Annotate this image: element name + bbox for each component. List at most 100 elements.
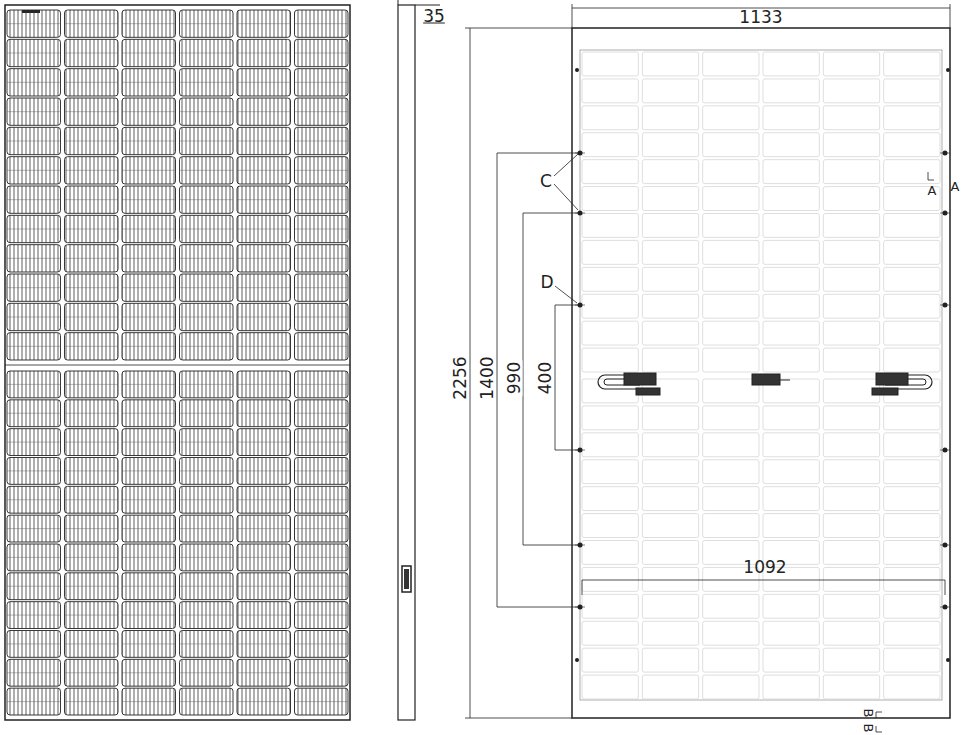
back-cell xyxy=(823,267,879,291)
solar-cell xyxy=(295,688,349,715)
solar-cell xyxy=(122,10,176,37)
solar-cell xyxy=(180,544,234,571)
busbar xyxy=(237,287,291,288)
busbar xyxy=(7,317,61,318)
busbar xyxy=(122,557,176,558)
back-cell xyxy=(642,321,698,345)
back-cell xyxy=(763,433,819,457)
back-cell xyxy=(884,160,940,184)
busbar xyxy=(65,499,119,500)
dimension-label: A xyxy=(951,180,960,193)
busbar xyxy=(122,346,176,347)
back-cell xyxy=(582,567,638,591)
busbar xyxy=(180,346,234,347)
back-cell xyxy=(703,79,759,103)
busbar xyxy=(7,287,61,288)
busbar xyxy=(7,557,61,558)
busbar xyxy=(237,384,291,385)
back-cell xyxy=(763,594,819,618)
back-cell xyxy=(884,567,940,591)
back-frame xyxy=(572,28,950,718)
back-cell xyxy=(642,567,698,591)
solar-cell xyxy=(295,127,349,154)
solar-cell xyxy=(237,458,291,485)
solar-cell xyxy=(7,157,61,184)
busbar xyxy=(180,199,234,200)
back-cell xyxy=(823,294,879,318)
solar-cell xyxy=(7,245,61,272)
busbar xyxy=(65,643,119,644)
busbar xyxy=(295,470,349,471)
back-cell xyxy=(763,214,819,238)
solar-cell xyxy=(65,98,119,125)
busbar xyxy=(180,23,234,24)
back-cell xyxy=(763,133,819,157)
solar-cell xyxy=(237,215,291,242)
solar-cell xyxy=(7,333,61,360)
back-cell xyxy=(823,514,879,538)
back-cell xyxy=(703,294,759,318)
busbar xyxy=(237,23,291,24)
solar-cell xyxy=(180,98,234,125)
busbar xyxy=(237,317,291,318)
hole-mark xyxy=(940,607,950,608)
back-cell xyxy=(703,487,759,511)
solar-cell xyxy=(7,371,61,398)
back-cell xyxy=(582,294,638,318)
back-cell xyxy=(884,214,940,238)
back-cell xyxy=(763,487,819,511)
back-cell xyxy=(823,594,879,618)
solar-cell xyxy=(122,688,176,715)
back-cell xyxy=(763,106,819,130)
back-cell xyxy=(763,52,819,76)
solar-cell xyxy=(180,303,234,330)
solar-cell xyxy=(122,98,176,125)
solar-cell xyxy=(7,69,61,96)
solar-cell xyxy=(295,98,349,125)
solar-cell xyxy=(237,39,291,66)
back-cell xyxy=(703,187,759,211)
busbar xyxy=(295,528,349,529)
solar-cell xyxy=(180,486,234,513)
front-cells xyxy=(5,10,350,715)
busbar xyxy=(180,53,234,54)
busbar xyxy=(237,586,291,587)
busbar xyxy=(295,557,349,558)
busbar xyxy=(237,199,291,200)
busbar xyxy=(122,229,176,230)
back-cell xyxy=(823,79,879,103)
busbar xyxy=(65,258,119,259)
back-cell xyxy=(823,321,879,345)
busbar xyxy=(7,111,61,112)
busbar xyxy=(7,82,61,83)
back-cell xyxy=(884,294,940,318)
back-cell xyxy=(884,541,940,565)
busbar xyxy=(122,287,176,288)
busbar xyxy=(180,229,234,230)
back-cell xyxy=(582,675,638,699)
back-cell xyxy=(884,348,940,372)
side-view xyxy=(398,5,415,720)
back-cell xyxy=(582,348,638,372)
busbar xyxy=(122,413,176,414)
busbar xyxy=(295,258,349,259)
solar-cell xyxy=(180,515,234,542)
busbar xyxy=(180,170,234,171)
back-cell xyxy=(642,348,698,372)
busbar xyxy=(65,199,119,200)
solar-cell xyxy=(65,688,119,715)
back-cell xyxy=(823,487,879,511)
solar-cell xyxy=(237,688,291,715)
back-cell xyxy=(703,133,759,157)
busbar xyxy=(295,346,349,347)
busbar xyxy=(122,82,176,83)
back-cell xyxy=(703,267,759,291)
solar-cell xyxy=(237,333,291,360)
back-cell xyxy=(823,648,879,672)
busbar xyxy=(65,384,119,385)
ground-hole xyxy=(575,68,579,72)
busbar xyxy=(295,199,349,200)
busbar xyxy=(65,141,119,142)
busbar xyxy=(180,111,234,112)
back-cell xyxy=(884,594,940,618)
